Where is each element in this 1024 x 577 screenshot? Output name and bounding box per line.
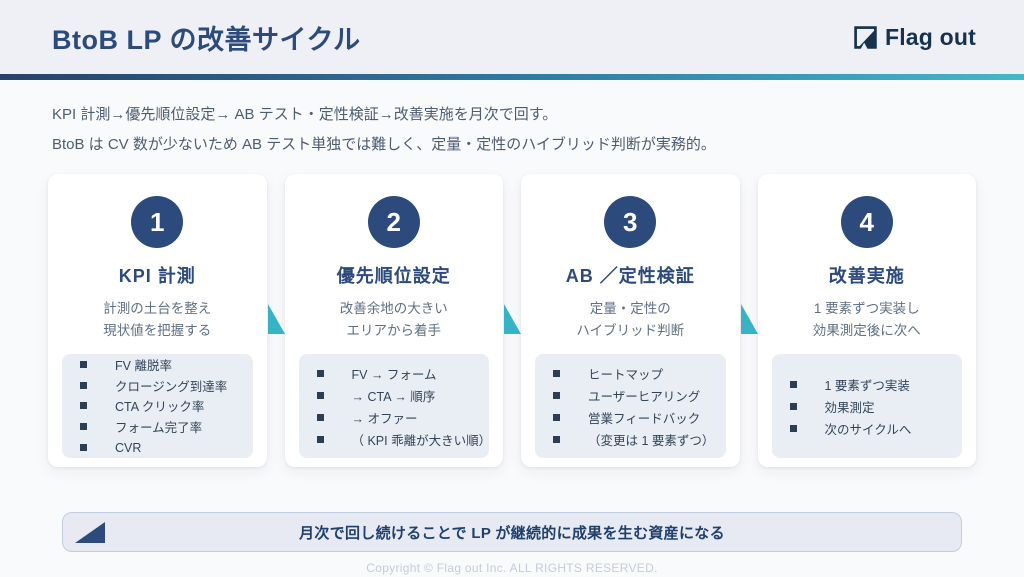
flow-arrow-icon [741, 304, 758, 334]
list-item-label: 営業フィードバック [588, 411, 701, 426]
card-title: KPI 計測 [118, 266, 196, 286]
flow-arrow-icon [504, 304, 521, 334]
card-description: 定量・定性の ハイブリッド判断 [576, 298, 684, 342]
list-item: フォーム完了率 [62, 416, 253, 437]
list-item: 1 要素ずつ実装 [772, 373, 963, 395]
list-item: CTA クリック率 [62, 396, 253, 417]
list-item-label: ヒートマップ [588, 367, 664, 382]
intro-line-2: BtoB は CV 数が少ないため AB テスト単独では難しく、定量・定性のハイ… [52, 136, 716, 153]
intro-block: KPI 計測→優先順位設定→ AB テスト・定性検証→改善実施を月次で回す。 B… [0, 80, 1024, 160]
bullet-square-icon [789, 424, 797, 432]
list-item-label: → CTA → 順序 [351, 389, 436, 404]
list-item-label: 効果測定 [824, 400, 875, 415]
list-item-label: フォーム完了率 [115, 421, 203, 436]
card-description: 1 要素ずつ実装し 効果測定後に次へ [813, 298, 921, 342]
list-item-label: FV → フォーム [351, 367, 437, 382]
card-desc-line: エリアから着手 [346, 323, 442, 338]
card-desc-line: 改善余地の大きい [339, 301, 448, 316]
card-desc-line: 1 要素ずつ実装し [813, 301, 920, 316]
list-item: 次のサイクルへ [772, 417, 963, 439]
flow-arrow-icon [268, 304, 285, 334]
list-item-label: 1 要素ずつ実装 [824, 378, 910, 393]
card-title: AB ／定性検証 [565, 266, 695, 286]
list-item: ヒートマップ [535, 362, 726, 384]
list-item-label: クロージング到達率 [115, 379, 228, 394]
list-item: ユーザーヒアリング [535, 384, 726, 406]
bullet-square-icon [553, 391, 560, 399]
step-number-badge: 3 [604, 196, 657, 248]
card-bullet-list: 1 要素ずつ実装 効果測定 次のサイクルへ [771, 354, 963, 458]
list-item-label: CVR [115, 440, 142, 455]
logo-wordmark: Flag out [884, 23, 976, 50]
card-ab-qualitative-testing: 3 AB ／定性検証 定量・定性の ハイブリッド判断 ヒートマップ ユーザーヒア… [521, 174, 740, 467]
card-desc-line: 現状値を把握する [103, 323, 212, 338]
bullet-square-icon [789, 402, 797, 410]
list-item: 効果測定 [772, 395, 963, 417]
list-item: → オファー [299, 406, 490, 428]
bullet-square-icon [316, 391, 324, 399]
flag-logo-icon [852, 24, 879, 51]
card-bullet-list: ヒートマップ ユーザーヒアリング 営業フィードバック （変更は 1 要素ずつ） [535, 354, 726, 458]
card-desc-line: 効果測定後に次へ [812, 323, 921, 338]
list-item: （変更は 1 要素ずつ） [535, 428, 726, 450]
summary-banner: 月次で回し続けることで LP が継続的に成果を生む資産になる [62, 512, 962, 552]
card-bullet-list: FV 離脱率 クロージング到達率 CTA クリック率 フォーム完了率 CVR [62, 354, 253, 458]
bullet-square-icon [553, 435, 560, 443]
page-title: BtoB LP の改善サイクル [52, 24, 361, 55]
card-bullet-list: FV → フォーム → CTA → 順序 → オファー （ KPI 乖離が大きい… [298, 354, 492, 458]
bullet-square-icon [553, 369, 560, 377]
bullet-square-icon [316, 369, 324, 377]
cycle-cards-row: 1 KPI 計測 計測の土台を整え 現状値を把握する FV 離脱率 クロージング… [48, 174, 976, 467]
list-item: FV 離脱率 [62, 354, 253, 375]
bullet-square-icon [80, 402, 87, 410]
bullet-square-icon [80, 360, 87, 368]
bullet-square-icon [80, 444, 87, 452]
list-item: クロージング到達率 [62, 375, 253, 396]
card-prioritization: 2 優先順位設定 改善余地の大きい エリアから着手 FV → フォーム → CT… [284, 174, 503, 467]
bullet-square-icon [316, 413, 324, 421]
card-title: 優先順位設定 [336, 266, 451, 286]
list-item-label: CTA クリック率 [115, 400, 205, 415]
list-item-label: （ KPI 乖離が大きい順） [351, 433, 492, 448]
card-description: 改善余地の大きい エリアから着手 [340, 298, 448, 342]
list-item: CVR [62, 437, 253, 458]
card-desc-line: 計測の土台を整え [103, 301, 212, 316]
copyright-footer: Copyright © Flag out Inc. ALL RIGHTS RES… [366, 561, 658, 575]
banner-triangle-icon [75, 522, 105, 543]
card-improvement-execution: 4 改善実施 1 要素ずつ実装し 効果測定後に次へ 1 要素ずつ実装 効果測定 … [757, 174, 976, 467]
list-item-label: FV 離脱率 [115, 358, 172, 373]
bullet-square-icon [789, 380, 797, 388]
slide-header: BtoB LP の改善サイクル Flag out [0, 0, 1024, 74]
list-item: （ KPI 乖離が大きい順） [299, 428, 492, 450]
bullet-square-icon [80, 423, 87, 431]
list-item: FV → フォーム [299, 362, 490, 384]
list-item-label: → オファー [351, 411, 418, 426]
header-accent-bar [0, 74, 1024, 80]
brand-logo: Flag out [852, 24, 976, 51]
bullet-square-icon [80, 381, 87, 389]
bullet-square-icon [553, 413, 560, 421]
step-number-badge: 2 [367, 196, 420, 248]
card-desc-line: 定量・定性の [589, 301, 671, 316]
list-item-label: （変更は 1 要素ずつ） [588, 433, 715, 448]
bullet-square-icon [316, 435, 324, 443]
list-item-label: 次のサイクルへ [824, 422, 912, 437]
step-number-badge: 1 [131, 196, 184, 248]
card-title: 改善実施 [828, 266, 905, 286]
intro-line-1: KPI 計測→優先順位設定→ AB テスト・定性検証→改善実施を月次で回す。 [52, 106, 558, 123]
list-item: 営業フィードバック [535, 406, 726, 428]
step-number-badge: 4 [840, 196, 893, 248]
card-description: 計測の土台を整え 現状値を把握する [103, 298, 211, 342]
card-kpi-measurement: 1 KPI 計測 計測の土台を整え 現状値を把握する FV 離脱率 クロージング… [48, 174, 267, 467]
card-desc-line: ハイブリッド判断 [576, 323, 685, 338]
banner-text: 月次で回し続けることで LP が継続的に成果を生む資産になる [299, 524, 725, 542]
list-item-label: ユーザーヒアリング [588, 389, 701, 404]
list-item: → CTA → 順序 [299, 384, 490, 406]
